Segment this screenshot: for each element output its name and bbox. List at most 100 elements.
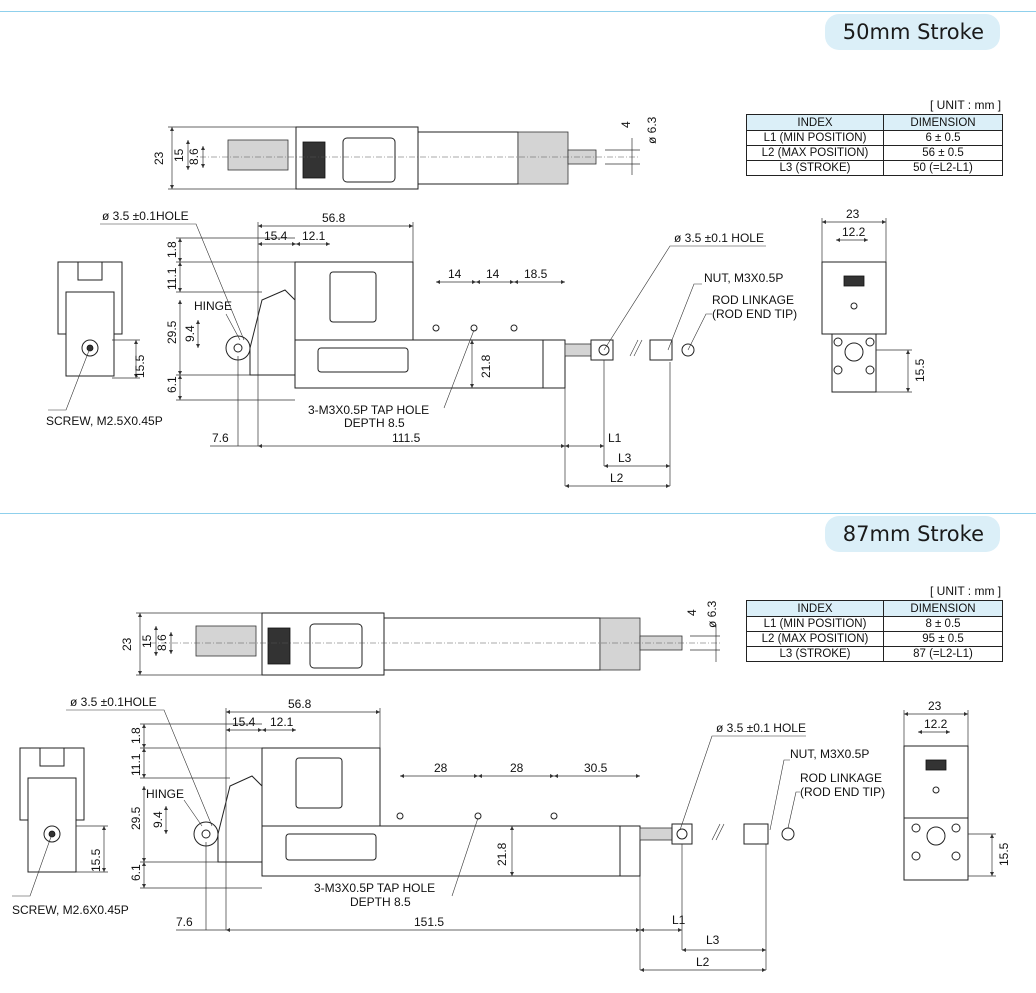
dim-label: 56.8 <box>288 697 312 711</box>
right-end-view: 23 12.2 15.5 <box>821 207 927 393</box>
table-row: L2 (MAX POSITION) 56 ± 0.5 <box>746 145 1003 161</box>
tap-hole <box>510 324 518 332</box>
stroke-title-87: 87mm Stroke <box>824 516 1000 552</box>
dim-label: 8.6 <box>155 634 169 651</box>
screw-icon <box>951 823 961 833</box>
top-tube <box>417 131 519 185</box>
side-view: 56.8 15.4 12.1 1.8 11.1 29.5 9.4 6.1 14 … <box>100 209 797 489</box>
top-view: 23 15 8.6 4 ø 6.3 <box>120 600 720 676</box>
dim-label: 12.1 <box>270 715 294 729</box>
dimension-table: INDEX DIMENSION L1 (MIN POSITION) 6 ± 0.… <box>746 114 1003 176</box>
dim-label: 21.8 <box>495 842 509 866</box>
stroke-title-50: 50mm Stroke <box>824 14 1000 50</box>
top-tube-end <box>517 131 569 185</box>
screw-icon <box>833 337 843 347</box>
table-cell: L3 (STROKE) <box>746 646 884 662</box>
dim-label: 29.5 <box>165 320 179 344</box>
table-cell: 56 ± 0.5 <box>883 145 1003 161</box>
dim-label: 12.1 <box>302 229 326 243</box>
rod-linkage-label: (ROD END TIP) <box>800 785 885 799</box>
dim-label: 9.4 <box>183 325 197 342</box>
side-view: 56.8 15.4 12.1 1.8 11.1 29.5 9.4 6.1 28 … <box>66 695 885 973</box>
screw-label: SCREW, M2.5X0.45P <box>46 414 163 428</box>
dim-label: 12.2 <box>842 225 866 239</box>
rod-linkage <box>743 823 769 845</box>
dim-label: 15.5 <box>133 354 147 378</box>
dim-label: 23 <box>120 637 134 651</box>
dim-label: ø 6.3 <box>705 600 719 628</box>
nut-label: NUT, M3X0.5P <box>704 271 783 285</box>
dim-label: 111.5 <box>392 431 421 445</box>
dim-label: 56.8 <box>322 211 346 225</box>
section-divider-top <box>0 11 1036 12</box>
left-end-bracket <box>27 777 77 873</box>
dim-label: L2 <box>610 471 624 485</box>
hole-label: ø 3.5 ±0.1 HOLE <box>674 231 764 245</box>
tap-hole <box>432 324 440 332</box>
top-view: 23 15 8.6 4 ø 6.3 <box>152 116 659 190</box>
section-divider-middle <box>0 513 1036 514</box>
dim-label: L1 <box>672 913 686 927</box>
tap-hole-label: DEPTH 8.5 <box>344 416 405 430</box>
nut-label: NUT, M3X0.5P <box>790 747 869 761</box>
left-end-tab <box>39 747 65 767</box>
screw-icon <box>911 823 921 833</box>
right-end-body <box>903 745 969 819</box>
right-end-view: 23 12.2 15.5 <box>903 699 1011 881</box>
top-cover <box>342 137 396 183</box>
table-cell: 50 (=L2-L1) <box>883 160 1003 176</box>
connector <box>302 141 326 179</box>
unit-label: [ UNIT : mm ] <box>930 98 1002 112</box>
hinge-label: HINGE <box>146 787 184 801</box>
table-header: DIMENSION <box>883 600 1003 617</box>
hole-label: ø 3.5 ±0.1 HOLE <box>716 721 806 735</box>
dim-label: L3 <box>618 451 632 465</box>
table-cell: 8 ± 0.5 <box>883 616 1003 632</box>
dim-label: 4 <box>685 609 699 616</box>
dim-label: 6.1 <box>129 864 143 881</box>
tube-end <box>619 825 641 877</box>
tube-end <box>542 339 566 389</box>
right-end-body <box>821 261 887 335</box>
drawing-50mm: 23 15 8.6 4 ø 6.3 15.5 SCREW, M2.5X0.45P <box>46 116 927 489</box>
screw-label: SCREW, M2.6X0.45P <box>12 903 129 917</box>
dim-label: 23 <box>152 151 166 165</box>
dim-label: 12.2 <box>924 717 948 731</box>
rod-linkage <box>649 339 673 361</box>
dim-label: 1.8 <box>165 241 179 258</box>
tap-hole-label: 3-M3X0.5P TAP HOLE <box>314 881 435 895</box>
dim-label: L2 <box>696 955 710 969</box>
dim-label: 23 <box>846 207 860 221</box>
rod-linkage-label: ROD LINKAGE <box>800 771 882 785</box>
rod <box>639 827 673 841</box>
drawing-87mm: 23 15 8.6 4 ø 6.3 15.5 SCREW, M2.6X0.45P <box>12 600 1011 973</box>
top-cover <box>309 623 363 669</box>
dim-label: 21.8 <box>479 354 493 378</box>
dim-label: 4 <box>619 121 633 128</box>
dim-label: 23 <box>928 699 942 713</box>
dim-label: L1 <box>608 431 622 445</box>
table-header: DIMENSION <box>883 114 1003 131</box>
dim-label: 14 <box>486 267 500 281</box>
dim-label: 11.1 <box>165 267 179 290</box>
hole-label: ø 3.5 ±0.1HOLE <box>102 209 189 223</box>
table-header-row: INDEX DIMENSION <box>746 114 1003 131</box>
dim-label: L3 <box>706 933 720 947</box>
dim-label: 6.1 <box>165 376 179 393</box>
dim-label: 15.5 <box>997 842 1011 866</box>
connector <box>267 627 291 665</box>
dim-label: 15.4 <box>264 229 288 243</box>
table-row: L3 (STROKE) 87 (=L2-L1) <box>746 646 1003 662</box>
tap-hole <box>550 812 558 820</box>
gearbox-cover <box>329 271 377 323</box>
dim-label: 15.4 <box>232 715 256 729</box>
left-end-tab <box>77 261 103 281</box>
dim-label: 1.8 <box>129 727 143 744</box>
table-cell: L2 (MAX POSITION) <box>746 631 884 647</box>
motor-end-cap <box>195 625 257 657</box>
dim-label: 18.5 <box>524 267 548 281</box>
dim-label: 7.6 <box>212 431 229 445</box>
table-cell: L3 (STROKE) <box>746 160 884 176</box>
connector <box>843 275 865 287</box>
